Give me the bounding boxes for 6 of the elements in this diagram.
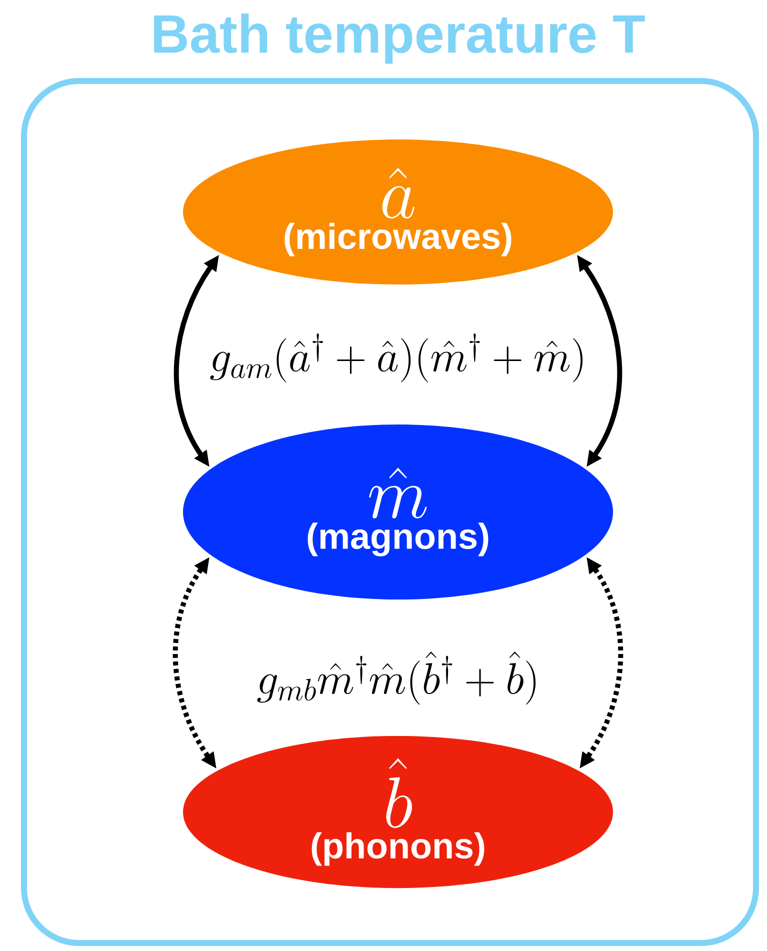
node-label: Bath temperature T: [154, 13, 645, 64]
coupling-formula: $g_{mb}\hat{m}^\dagger\hat{m}(\hat{b}^\dagger + \hat{b})$: [257, 651, 536, 705]
ellipse-node: $\hat{b}$ (phonons): [183, 736, 613, 888]
ellipse-node: $\hat{a}$ (microwaves): [183, 140, 613, 284]
ellipse-node: $\hat{m}$ (magnons): [183, 424, 613, 600]
coupling-formula: $g_{am}(\hat{a}^\dagger + \hat{a})(\hat{m}^\dagger + \hat{m})$: [210, 334, 583, 382]
